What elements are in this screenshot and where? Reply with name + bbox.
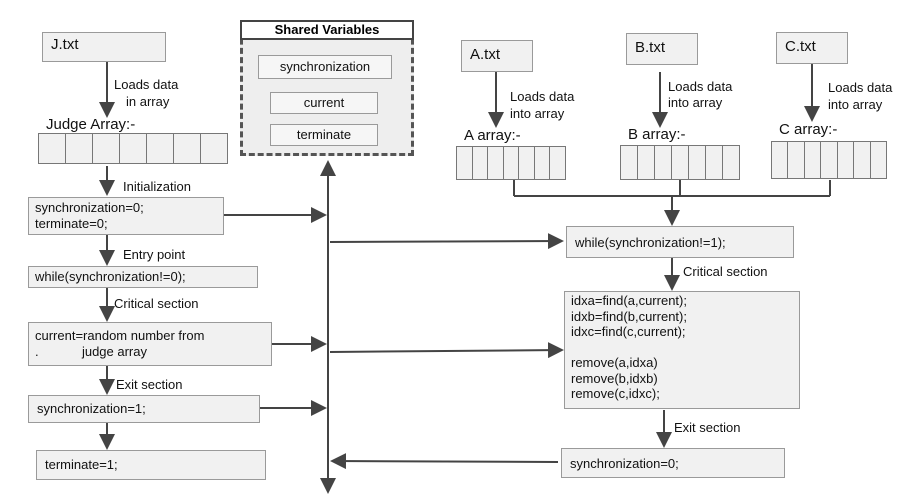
- init-line2: terminate=0;: [35, 216, 108, 231]
- arrow-bus-to-right-while: [329, 233, 564, 250]
- init-box: synchronization=0; terminate=0;: [28, 197, 224, 235]
- right-critical-box: idxa=find(a,current); idxb=find(b,curren…: [564, 291, 800, 409]
- shared-variables-title: Shared Variables: [240, 20, 414, 40]
- left-while-text: while(synchronization!=0);: [35, 269, 186, 284]
- left-exit-label: Exit section: [116, 377, 183, 392]
- left-sync-box: synchronization=1;: [28, 395, 260, 423]
- a-array-label: A array:-: [464, 127, 521, 144]
- shared-current: current: [270, 92, 378, 114]
- b-file-box: B.txt: [626, 33, 698, 65]
- critical-line3: idxc=find(c,current);: [571, 324, 686, 339]
- critical-line4: [571, 340, 793, 356]
- right-sync-text: synchronization=0;: [570, 456, 679, 471]
- right-sync-box: synchronization=0;: [561, 448, 785, 478]
- arrow-right-sync-to-bus: [330, 453, 559, 470]
- right-critical-label: Critical section: [683, 264, 768, 279]
- j-file-label: J.txt: [51, 36, 79, 53]
- current-box: current=random number from . judge array: [28, 322, 272, 366]
- right-exit-label: Exit section: [674, 420, 741, 435]
- c-file-label: C.txt: [785, 38, 816, 55]
- left-while-box: while(synchronization!=0);: [28, 266, 258, 288]
- left-critical-label: Critical section: [114, 296, 199, 311]
- left-sync-text: synchronization=1;: [37, 401, 146, 416]
- critical-line7: remove(c,idxc);: [571, 386, 660, 401]
- a-file-box: A.txt: [461, 40, 533, 72]
- terminate-text: terminate=1;: [45, 457, 118, 472]
- b-loads-line1: Loads data: [668, 79, 733, 94]
- b-loads-line2: into array: [668, 95, 723, 110]
- initialization-label: Initialization: [123, 179, 191, 194]
- b-array-label: B array:-: [628, 126, 686, 143]
- a-array: [456, 146, 566, 180]
- j-loads-line2: in array: [126, 94, 170, 109]
- a-file-label: A.txt: [470, 46, 501, 63]
- a-loads-line2: into array: [510, 106, 565, 121]
- terminate-box: terminate=1;: [36, 450, 266, 480]
- shared-terminate-label: terminate: [296, 127, 352, 142]
- b-file-label: B.txt: [635, 39, 666, 56]
- a-loads-line1: Loads data: [510, 89, 575, 104]
- judge-array-label: Judge Array:-: [46, 116, 136, 133]
- entry-point-label: Entry point: [123, 247, 186, 262]
- shared-synchronization-label: synchronization: [279, 59, 371, 74]
- c-loads-line2: into array: [828, 97, 883, 112]
- judge-array: [38, 133, 228, 164]
- c-array: [771, 141, 887, 179]
- critical-line2: idxb=find(b,current);: [571, 308, 687, 324]
- critical-line6: remove(b,idxb): [571, 370, 658, 386]
- b-array: [620, 145, 740, 180]
- shared-synchronization: synchronization: [258, 55, 392, 79]
- right-while-box: while(synchronization!=1);: [566, 226, 794, 258]
- current-line2: . judge array: [35, 344, 147, 359]
- critical-line1: idxa=find(a,current);: [571, 293, 687, 308]
- c-loads-line1: Loads data: [828, 80, 893, 95]
- shared-current-label: current: [303, 95, 345, 110]
- right-while-text: while(synchronization!=1);: [575, 235, 726, 250]
- arrow-bus-to-critical: [329, 342, 564, 359]
- c-file-box: C.txt: [776, 32, 848, 64]
- init-line1: synchronization=0;: [35, 200, 144, 215]
- shared-terminate: terminate: [270, 124, 378, 146]
- c-array-label: C array:-: [779, 121, 838, 138]
- current-line1: current=random number from: [35, 328, 205, 343]
- critical-line5: remove(a,idxa): [571, 355, 658, 370]
- j-file-box: J.txt: [42, 32, 166, 62]
- j-loads-line1: Loads data: [114, 77, 179, 92]
